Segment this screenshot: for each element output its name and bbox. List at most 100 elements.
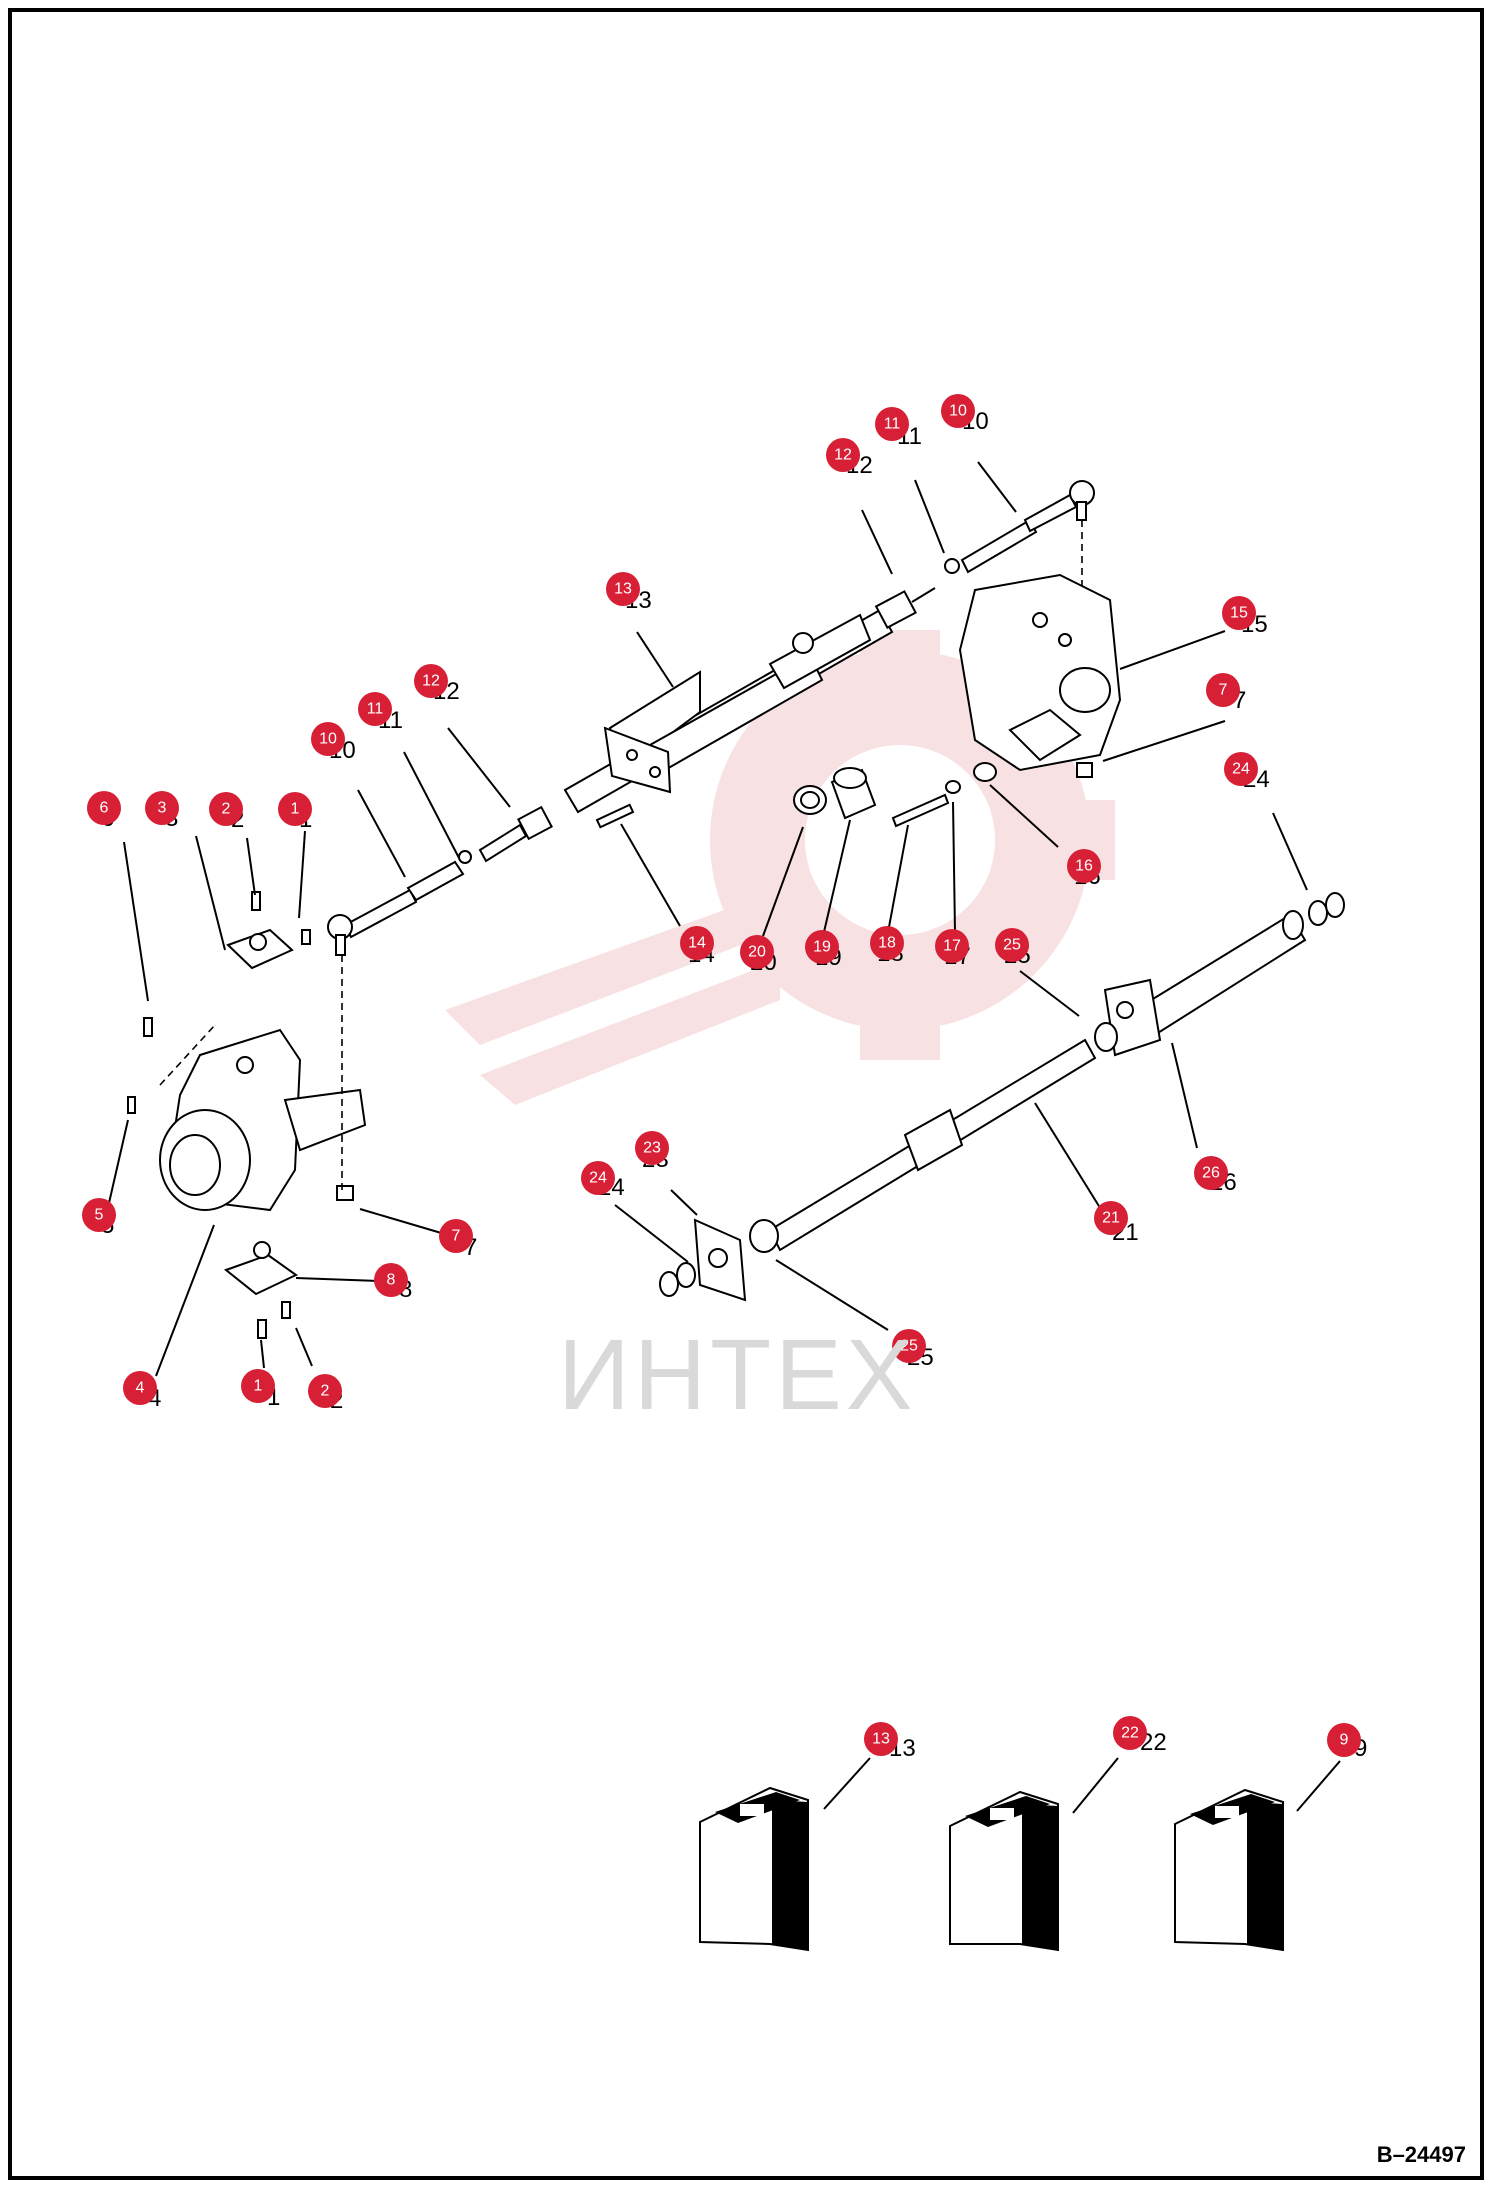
leader-line: [762, 826, 804, 937]
callout-c-20: 2020: [740, 826, 804, 976]
callout-c-3a: 33: [145, 791, 226, 951]
leader-line: [636, 631, 674, 688]
callout-marker-label: 10: [949, 403, 967, 420]
callout-marker-label: 14: [688, 935, 706, 952]
left-steering-knuckle: [159, 1024, 367, 1212]
callout-marker-label: 24: [589, 1170, 607, 1187]
callout-marker-label: 5: [95, 1207, 104, 1224]
callout-marker: [1206, 673, 1240, 707]
leader-line: [359, 1208, 449, 1236]
callout-c-1b: 11: [241, 1339, 280, 1411]
callout-marker: [1222, 596, 1256, 630]
decal-13: [699, 1786, 809, 1952]
callout-marker: [82, 1198, 116, 1232]
callout-marker-label: 8: [387, 1272, 396, 1289]
callout-marker: [1094, 1201, 1128, 1235]
callout-c-16: 1616: [989, 784, 1101, 890]
callout-marker: [1327, 1723, 1361, 1757]
left-tie-rod: [327, 805, 553, 956]
callout-marker-label: 21: [1102, 1210, 1120, 1227]
drawing-code: B–24497: [1376, 2142, 1466, 2167]
callout-marker-label: 7: [1219, 682, 1228, 699]
callout-marker-label: 1: [291, 801, 300, 818]
callout-marker: [826, 438, 860, 472]
callout-marker: [278, 792, 312, 826]
leader-line: [1019, 970, 1080, 1017]
leader-line: [888, 824, 909, 928]
leader-line: [1102, 720, 1226, 762]
callout-marker-label: 17: [943, 938, 961, 955]
leader-line: [952, 801, 956, 933]
callout-marker: [581, 1161, 615, 1195]
lower-king-pin-cap: [223, 1241, 298, 1339]
callout-c-8: 88: [295, 1263, 412, 1303]
leader-line: [260, 1339, 265, 1369]
grease-fitting-5: [127, 1096, 136, 1114]
callout-c-2a: 22: [209, 792, 256, 896]
callout-marker-label: 6: [100, 800, 109, 817]
callout-marker: [374, 1263, 408, 1297]
callout-marker-label: 11: [367, 701, 384, 718]
callout-marker: [875, 407, 909, 441]
callout-marker: [308, 1374, 342, 1408]
callout-marker: [1113, 1716, 1147, 1750]
pin-6: [143, 1017, 153, 1037]
leader-line: [195, 835, 226, 951]
callout-marker-label: 24: [1232, 761, 1250, 778]
leader-line: [403, 751, 460, 859]
callout-marker: [740, 935, 774, 969]
callout-marker-label: 3: [158, 800, 167, 817]
leader-line: [1034, 1102, 1103, 1212]
callout-marker-label: 12: [422, 673, 440, 690]
callout-marker-label: 23: [643, 1140, 661, 1157]
leader-line: [108, 1119, 129, 1204]
callout-c-17: 1717: [935, 801, 971, 970]
leader-line: [447, 727, 511, 808]
decal-9: [1174, 1788, 1284, 1952]
callout-marker-label: 4: [136, 1380, 145, 1397]
callout-marker: [995, 928, 1029, 962]
callout-marker: [606, 572, 640, 606]
callout-c-26: 2626: [1171, 1042, 1237, 1196]
callout-marker: [439, 1219, 473, 1253]
callout-marker-label: 9: [1340, 1732, 1349, 1749]
upper-king-pin-cap: [226, 891, 311, 970]
callout-c-18: 1818: [870, 824, 909, 967]
callout-marker: [805, 930, 839, 964]
callout-layer: 1122336610101111121213131212111110101515…: [82, 394, 1367, 1814]
leader-line: [246, 837, 256, 896]
callout-c-9: 99: [1296, 1723, 1367, 1812]
callout-c-23: 2323: [635, 1131, 698, 1216]
leader-line: [861, 509, 893, 575]
callout-marker-label: 2: [222, 801, 231, 818]
callout-c-7a: 77: [359, 1208, 477, 1261]
leader-line: [775, 1259, 889, 1331]
callout-c-25a: 2525: [995, 928, 1080, 1017]
callout-c-5: 55: [82, 1119, 129, 1239]
leader-line: [295, 1277, 380, 1282]
callout-marker-label: 13: [614, 581, 632, 598]
callout-marker-label: 25: [900, 1338, 918, 1355]
leader-line: [823, 1757, 871, 1810]
leader-line: [298, 830, 306, 919]
leader-line: [295, 1327, 313, 1367]
callout-c-25b: 2525: [775, 1259, 934, 1371]
leader-line: [123, 841, 149, 1002]
callout-c-14: 1414: [620, 823, 715, 968]
leader-line: [1171, 1042, 1198, 1149]
leader-line: [989, 784, 1059, 848]
callout-marker: [209, 792, 243, 826]
leader-line: [1296, 1760, 1341, 1812]
callout-marker-label: 19: [813, 939, 831, 956]
callout-marker: [414, 664, 448, 698]
